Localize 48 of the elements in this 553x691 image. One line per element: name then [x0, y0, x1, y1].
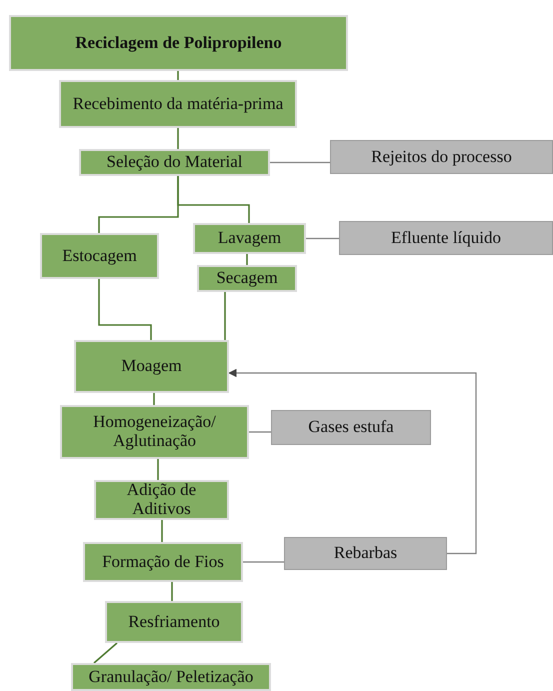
process-box — [83, 542, 243, 582]
connector-line — [246, 254, 248, 265]
step-label: Recebimento da matéria-prima — [72, 94, 284, 114]
connector-line — [270, 162, 330, 164]
connector-line — [171, 582, 173, 601]
step-label: Homogeneização/ Aglutinação — [92, 413, 217, 451]
process-box — [193, 223, 306, 254]
connector-line — [161, 520, 163, 542]
connector-line — [153, 393, 155, 405]
connector-line — [177, 128, 179, 149]
step-label: Secagem — [216, 269, 278, 288]
process-box — [59, 80, 297, 128]
step-label: Adição de Aditivos — [126, 481, 198, 519]
connector-line — [93, 642, 118, 664]
process-box — [71, 663, 271, 691]
connector-line — [98, 279, 152, 340]
process-box — [105, 601, 243, 643]
arrow — [228, 368, 477, 554]
step-label: Rejeitos do processo — [371, 148, 512, 166]
connector-line — [249, 431, 271, 433]
connector-line — [224, 292, 226, 340]
process-box — [197, 265, 297, 292]
connector-line — [306, 238, 339, 240]
connector-line — [157, 459, 159, 480]
process-box — [60, 405, 249, 459]
step-label: Rebarbas — [334, 544, 398, 563]
process-box — [40, 233, 159, 279]
process-box — [74, 340, 229, 393]
step-label: Moagem — [121, 357, 182, 376]
connector-line — [177, 176, 250, 223]
output-box — [330, 140, 553, 174]
step-label: Efluente líquido — [390, 228, 501, 248]
title-box — [9, 15, 348, 71]
step-label: Gases estufa — [308, 418, 394, 437]
step-label: Resfriamento — [128, 612, 220, 632]
step-label: Seleção do Material — [106, 153, 242, 172]
process-box — [94, 480, 229, 520]
output-box — [284, 537, 447, 570]
step-label: Estocagem — [62, 246, 137, 266]
step-label: Lavagem — [218, 229, 282, 248]
step-label: Formação de Fios — [102, 552, 224, 572]
output-box — [339, 221, 553, 255]
process-box — [79, 149, 270, 176]
step-label: Reciclagem de Polipropileno — [75, 34, 282, 52]
connector-line — [243, 561, 284, 563]
step-label: Granulação/ Peletização — [88, 668, 254, 686]
connector-line — [177, 71, 179, 80]
output-box — [271, 410, 431, 445]
